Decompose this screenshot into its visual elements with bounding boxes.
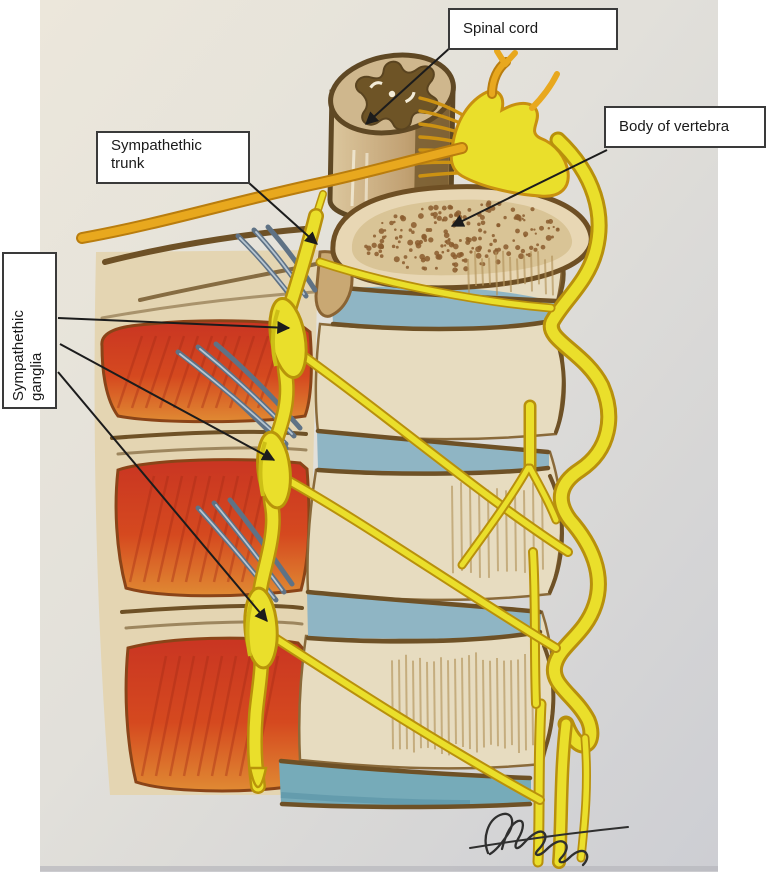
arrow-ganglion-2: [59, 343, 276, 461]
arrow-sympathetic-trunk: [248, 182, 318, 245]
label-body-of-vertebra-text: Body of vertebra: [619, 118, 730, 135]
arrow-body-of-vertebra: [450, 149, 608, 227]
label-sympathetic-trunk-line2: trunk: [111, 155, 145, 172]
arrow-spinal-cord: [365, 45, 453, 125]
vertebra-cut-surface: [330, 184, 594, 291]
rami-communicantes: [267, 257, 573, 805]
arrow-ganglion-1: [57, 317, 291, 334]
sympathetic-ganglion: [243, 296, 308, 670]
label-sympathetic-ganglia: Sympathethic ganglia: [2, 252, 57, 409]
intervertebral-disc: [279, 761, 531, 807]
annotation-arrows: [57, 45, 608, 622]
sympathetic-trunk-drawing: [243, 190, 327, 794]
arrow-ganglion-3: [57, 371, 268, 622]
intervertebral-disc: [307, 591, 541, 639]
gray-ramus-nerve: [76, 142, 468, 244]
label-spinal-cord: Spinal cord: [448, 8, 618, 50]
label-body-of-vertebra: Body of vertebra: [604, 106, 766, 148]
label-sympathetic-trunk-line1: Sympathethic: [111, 137, 202, 154]
label-sympathetic-ganglia-line2: ganglia: [28, 352, 45, 401]
spinal-nerve-roots: [418, 48, 570, 198]
label-sympathetic-trunk: Sympathethic trunk: [96, 131, 250, 184]
trunk-lower-tip: [248, 766, 268, 789]
vertebral-column-drawing: [278, 184, 594, 810]
label-sympathetic-ganglia-line1: Sympathethic: [10, 310, 27, 401]
label-spinal-cord-text: Spinal cord: [463, 20, 539, 37]
sympathetic-chain-loop: [528, 131, 618, 869]
artist-signature-icon: [469, 812, 629, 867]
